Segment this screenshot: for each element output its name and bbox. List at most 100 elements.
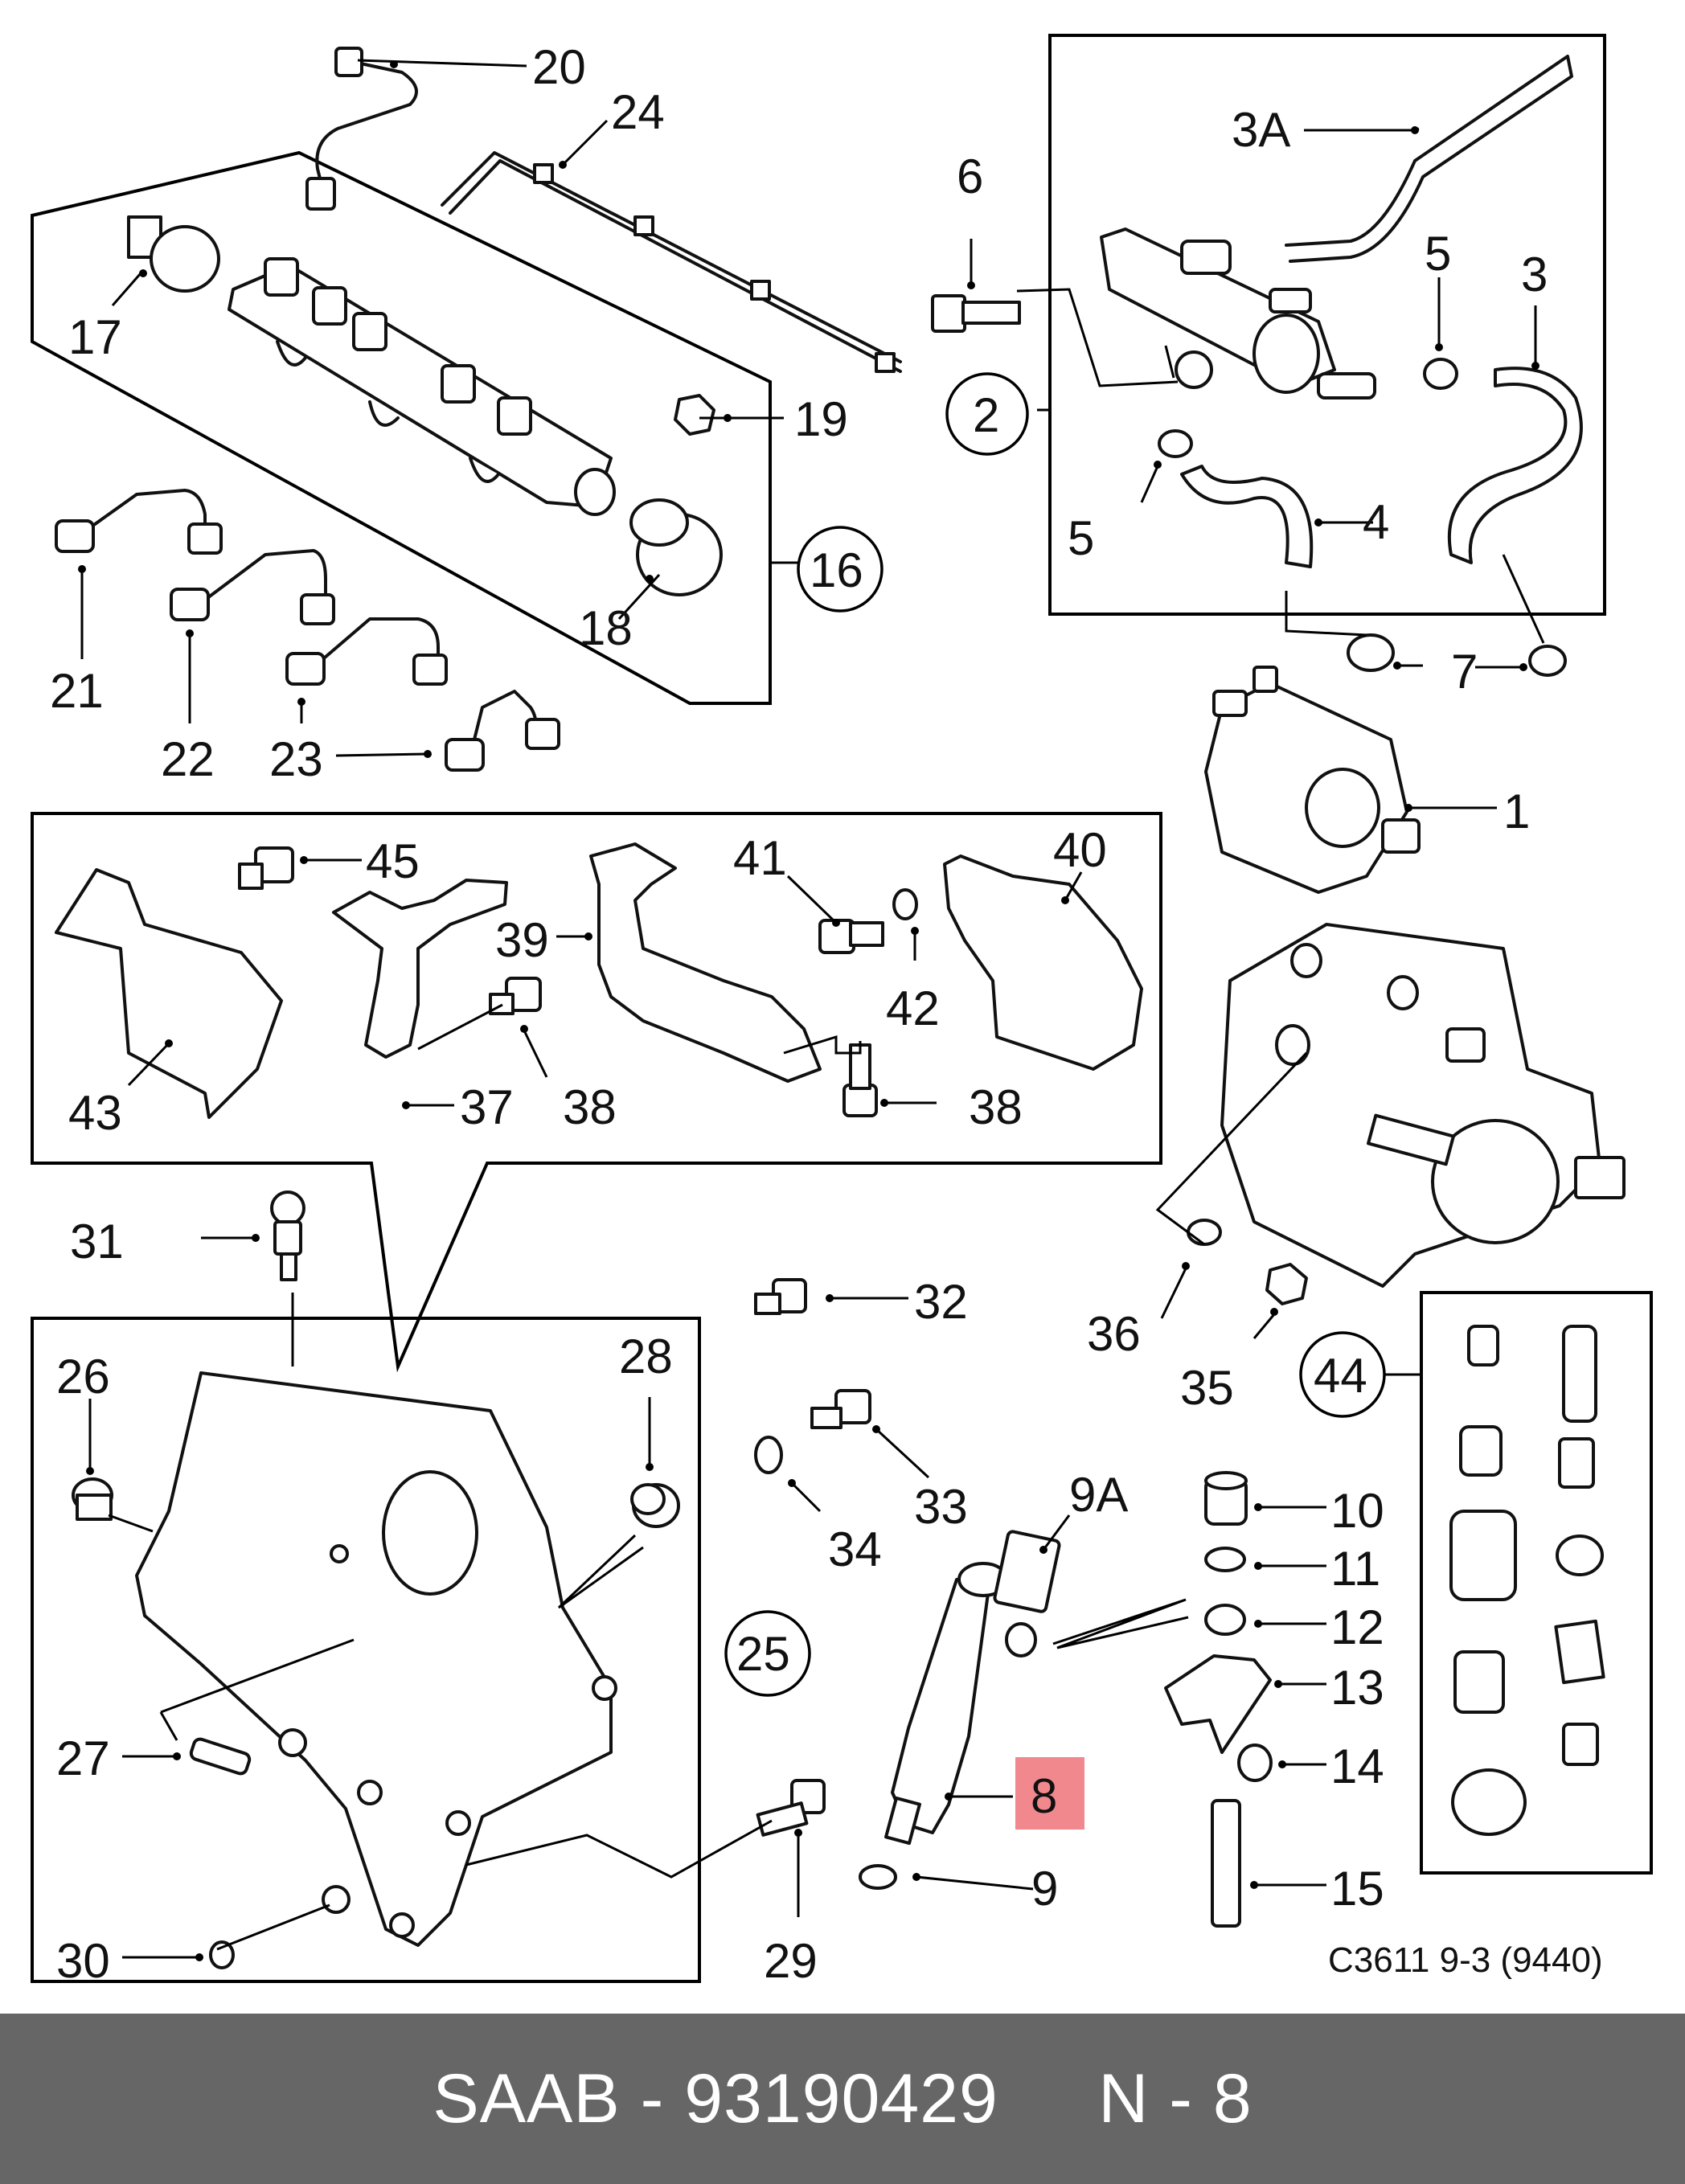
part-23-pipe-b [445,690,560,772]
part-35-nut [1265,1263,1308,1305]
highlight-box-8 [1015,1757,1084,1830]
label-2: 2 [973,388,999,442]
leader-lines [78,59,1545,1961]
label-3a: 3A [1232,103,1290,157]
part-44-repair-kit [1449,1325,1605,1836]
label-21: 21 [50,664,104,718]
group-box-2 [1048,34,1606,616]
label-45: 45 [366,834,420,888]
part-14-nut [1237,1744,1273,1782]
label-32: 32 [914,1275,968,1329]
part-24-return-line [441,151,902,373]
label-9: 9 [1031,1862,1058,1916]
part-12-seal [1204,1604,1246,1636]
part-20-pipe [305,47,418,211]
part-45-screw [238,846,294,890]
part-29-bolt [756,1779,826,1837]
label-17: 17 [68,310,122,364]
part-3a-hose [1285,55,1573,263]
group-box-44 [1420,1291,1653,1875]
part-6-bolt [931,294,1021,333]
part-38-bolt-b [843,1043,878,1117]
label-4: 4 [1363,495,1389,549]
part-1-high-pressure-pump [1204,666,1421,894]
part-27-pin [189,1737,252,1776]
part-9-seal [859,1864,897,1890]
part-7-clamp-b [1528,645,1567,677]
label-19: 19 [794,392,848,446]
part-7-clamp-a [1347,633,1395,672]
callout-labels: 20 24 17 18 19 16 21 22 23 6 2 3A 5 3 4 … [50,40,1603,1988]
label-38a: 38 [563,1080,617,1134]
label-37: 37 [460,1080,514,1134]
part-32-bolt [754,1278,807,1315]
callout-circle-25 [724,1610,811,1697]
part-2-fuel-manifold [1100,227,1376,400]
part-5-clamp-a [1423,358,1458,390]
part-21-pipe [55,489,223,555]
part-30-plug [209,1940,235,1969]
label-29: 29 [764,1934,818,1988]
label-7: 7 [1451,645,1478,699]
label-28: 28 [619,1330,673,1383]
part-11-washer [1204,1547,1246,1572]
part-37-bracket [332,879,508,1059]
label-24: 24 [611,85,665,139]
part-8-fuel-injector [884,1530,1061,1846]
part-42-washer [892,888,918,920]
label-43: 43 [68,1086,122,1140]
label-42: 42 [886,981,940,1035]
part-3-hose [1447,367,1583,564]
label-20: 20 [532,40,586,94]
label-38b: 38 [969,1080,1023,1134]
label-1: 1 [1503,785,1530,838]
part-33-bolt [810,1389,871,1429]
part-5-clamp-b [1158,429,1193,458]
label-31: 31 [70,1215,124,1268]
part-17-pressure-sensor [127,215,220,293]
part-18-cap [629,498,723,596]
label-26: 26 [56,1350,110,1403]
part-38-bolt-a [489,977,542,1015]
part-13-clamp [1164,1654,1272,1754]
part-36-seal [1187,1219,1222,1246]
label-41: 41 [733,831,787,885]
footer-part-number: SAAB - 93190429 N - 8 [433,2059,1252,2137]
label-9a: 9A [1069,1468,1128,1522]
group-box-bracket [31,812,1162,1373]
parts-diagram: 20 24 17 18 19 16 21 22 23 6 2 3A 5 3 4 … [31,34,1653,1988]
label-5a: 5 [1425,227,1451,281]
part-4-hose [1180,465,1314,568]
label-10: 10 [1330,1484,1384,1538]
label-12: 12 [1330,1600,1384,1654]
part-34-washer [754,1436,783,1474]
group-box-16 [31,150,772,705]
callout-circle-16 [797,526,883,613]
part-pump-detail [1220,923,1626,1288]
label-23: 23 [269,732,323,786]
part-15-stud [1211,1799,1241,1928]
part-43-bracket [55,868,283,1119]
part-31-ball-stud [270,1190,305,1281]
label-11: 11 [1330,1542,1380,1596]
label-22: 22 [161,732,215,786]
label-15: 15 [1330,1862,1384,1916]
label-34: 34 [828,1522,882,1576]
label-5b: 5 [1068,511,1094,565]
label-6: 6 [957,150,983,203]
label-36: 36 [1087,1307,1141,1361]
part-26-bushing [72,1477,113,1521]
label-40: 40 [1053,823,1107,877]
label-27: 27 [56,1731,110,1785]
part-16-fuel-rail [228,257,616,516]
part-41-bolt [818,919,884,954]
label-13: 13 [1330,1661,1384,1715]
label-30: 30 [56,1934,110,1988]
part-39-bracket [589,842,822,1083]
label-3: 3 [1521,248,1548,301]
diagram-code: C3611 9-3 (9440) [1328,1940,1603,1980]
callout-circle-44 [1299,1331,1386,1418]
label-14: 14 [1330,1739,1384,1793]
part-40-plate [943,854,1143,1071]
label-18: 18 [579,601,633,655]
